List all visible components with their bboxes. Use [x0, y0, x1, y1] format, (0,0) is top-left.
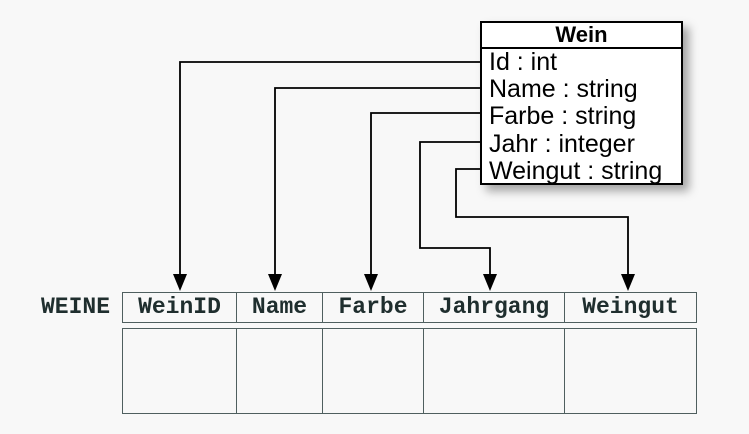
- uml-class-box-wein: Wein Id : int Name : string Farbe : stri…: [480, 21, 683, 185]
- table-cell-empty: [565, 329, 696, 413]
- class-attribute-weingut: Weingut : string: [489, 156, 663, 185]
- arrowhead-farbe: [364, 274, 378, 291]
- table-name-label: WEINE: [40, 294, 110, 320]
- class-attribute-jahr: Jahr : integer: [489, 129, 635, 158]
- table-cell-empty: [237, 329, 323, 413]
- arrowhead-jahrgang: [483, 274, 497, 291]
- column-header-weinid: WeinID: [123, 293, 237, 322]
- connector-weingut-to-weingut: [455, 168, 629, 275]
- class-title: Wein: [482, 23, 681, 49]
- class-attribute-list: Id : int Name : string Farbe : string Ja…: [482, 48, 681, 185]
- column-header-weingut: Weingut: [582, 294, 679, 320]
- table-header-row: WeinID Name Farbe Jahrgang Weingut: [122, 292, 697, 323]
- arrowhead-weingut: [621, 274, 635, 291]
- table-body-row: [122, 328, 697, 414]
- table-cell-empty: [123, 329, 237, 413]
- class-attribute-farbe: Farbe : string: [489, 102, 637, 131]
- arrowhead-weinid: [173, 274, 187, 291]
- table-cell-empty: [424, 329, 565, 413]
- connector-jahr-to-jahrgang: [419, 141, 491, 275]
- class-attribute-name: Name : string: [489, 75, 638, 104]
- class-attribute-id: Id : int: [489, 48, 558, 76]
- column-header-jahrgang: Jahrgang: [424, 293, 565, 322]
- connector-name-to-name: [274, 87, 480, 275]
- column-header-farbe: Farbe: [323, 293, 424, 322]
- column-header-name: Name: [237, 293, 323, 322]
- arrowhead-name: [268, 274, 282, 291]
- connector-id-to-weinid: [179, 61, 480, 275]
- table-cell-empty: [323, 329, 424, 413]
- connector-farbe-to-farbe: [370, 112, 480, 275]
